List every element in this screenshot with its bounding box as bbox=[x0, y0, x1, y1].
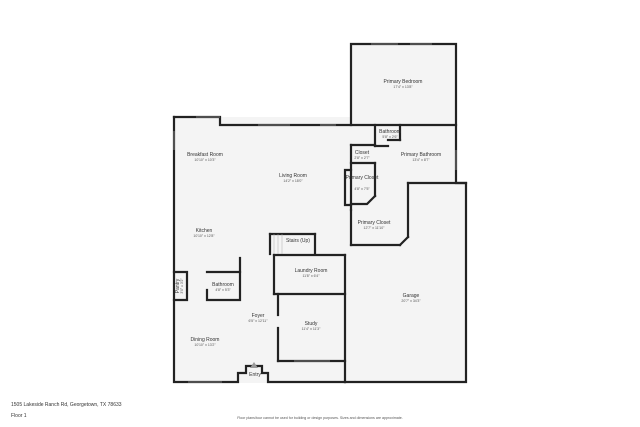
room-primary-closet-small-dims: 4'8" x 7'5" bbox=[354, 187, 370, 191]
exterior-wall-top bbox=[172, 42, 468, 384]
room-bathroom-upper-name: Bathroom bbox=[379, 129, 401, 135]
room-pantry-name: Pantry bbox=[175, 278, 181, 293]
room-study-dims: 11'4" x 11'3" bbox=[302, 327, 321, 331]
room-laundry-dims: 11'8" x 6'4" bbox=[303, 274, 321, 278]
room-foyer-name: Foyer bbox=[252, 313, 265, 319]
room-garage-dims: 20'7" x 34'3" bbox=[401, 299, 421, 303]
room-primary-closet-name: Primary Closet bbox=[358, 220, 391, 226]
entry-arrow-icon bbox=[250, 362, 258, 368]
disclaimer-text: Floor plans/tour cannot be used for buil… bbox=[237, 416, 403, 420]
room-laundry-name: Laundry Room bbox=[295, 268, 328, 274]
room-living-name: Living Room bbox=[279, 173, 307, 179]
room-foyer-dims: 6'5" x 12'11" bbox=[249, 319, 269, 323]
floor-label: Floor 1 bbox=[11, 413, 27, 419]
room-labels: Primary Bedroom 17'4" x 13'8" Bathroom 5… bbox=[175, 79, 441, 378]
room-primary-bathroom-dims: 13'4" x 8'7" bbox=[412, 158, 430, 162]
room-closet-name: Closet bbox=[355, 150, 370, 156]
room-primary-bathroom-name: Primary Bathroom bbox=[401, 152, 441, 158]
room-stairs-name: Stairs (Up) bbox=[286, 238, 310, 244]
room-bathroom-lower-dims: 4'8" x 5'3" bbox=[215, 288, 231, 292]
room-dining-name: Dining Room bbox=[191, 337, 220, 343]
room-dining-dims: 10'10" x 13'2" bbox=[194, 343, 216, 347]
room-primary-closet-dims: 12'7" x 11'10" bbox=[364, 226, 386, 230]
room-breakfast-dims: 10'10" x 10'3" bbox=[194, 158, 216, 162]
room-primary-bedroom-name: Primary Bedroom bbox=[384, 79, 423, 85]
room-garage-name: Garage bbox=[403, 293, 420, 299]
room-kitchen-dims: 10'10" x 12'8" bbox=[193, 234, 215, 238]
windows bbox=[173, 43, 457, 383]
floor-fill bbox=[174, 44, 466, 383]
room-bathroom-upper-dims: 5'8" x 2'6" bbox=[382, 135, 398, 139]
room-kitchen-name: Kitchen bbox=[196, 228, 213, 234]
room-breakfast-name: Breakfast Room bbox=[187, 152, 223, 158]
property-address: 1505 Lakeside Ranch Rd, Georgetown, TX 7… bbox=[11, 402, 122, 408]
room-living-dims: 14'2" x 18'0" bbox=[283, 179, 303, 183]
room-primary-bedroom-dims: 17'4" x 13'8" bbox=[393, 85, 413, 89]
stairs-treads bbox=[273, 234, 283, 254]
room-pantry-dims: 3'0" x 3'2" bbox=[180, 278, 184, 294]
room-study-name: Study bbox=[305, 321, 318, 327]
room-primary-closet-small-name: Primary Closet bbox=[346, 175, 379, 181]
room-bathroom-lower-name: Bathroom bbox=[212, 282, 234, 288]
room-entry-name: Entry bbox=[249, 372, 261, 378]
room-closet-dims: 2'8" x 2'7" bbox=[354, 156, 370, 160]
